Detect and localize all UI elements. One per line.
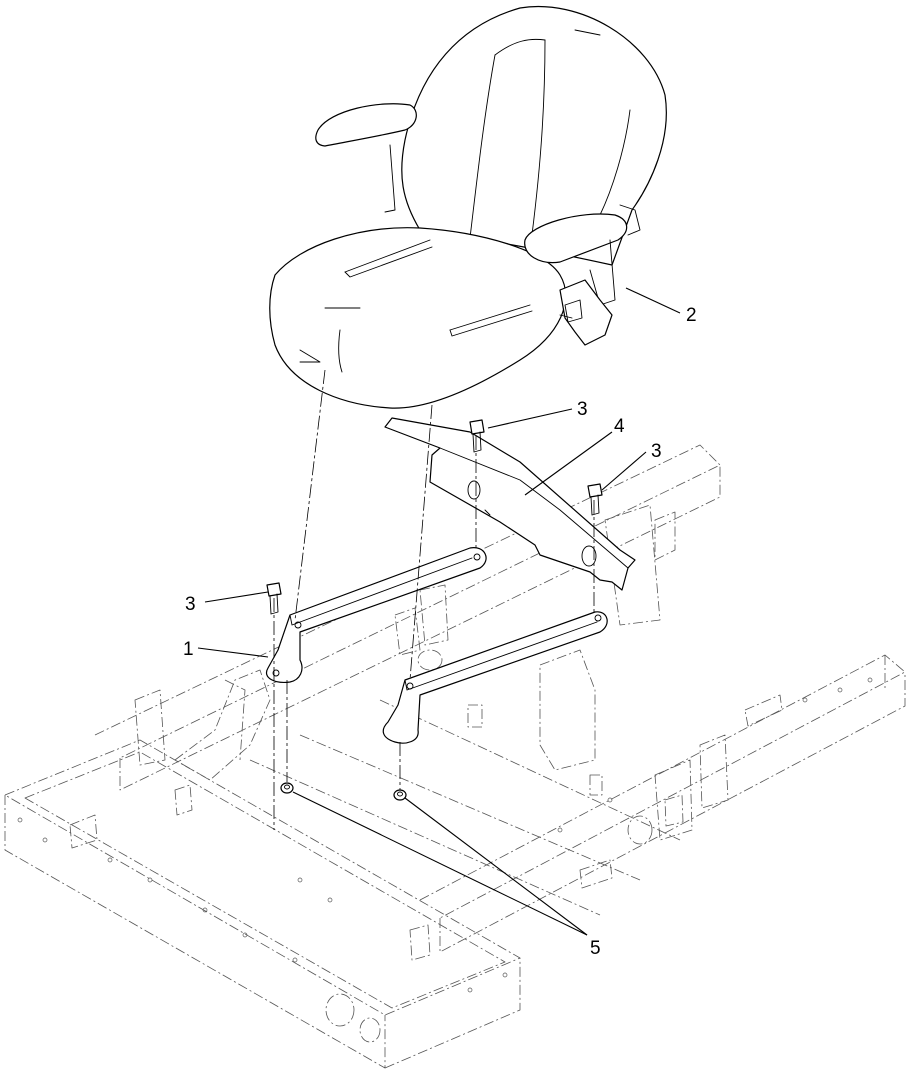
bolt-top xyxy=(469,419,485,453)
callout-3-right: 3 xyxy=(651,441,662,462)
right-seat-bracket xyxy=(382,611,608,744)
callout-3-left: 3 xyxy=(185,594,196,615)
alignment-lines xyxy=(273,369,595,830)
callout-3-top: 3 xyxy=(577,399,588,420)
nut-right xyxy=(393,789,407,801)
bolt-left xyxy=(266,582,282,615)
seat xyxy=(269,6,667,409)
callout-1: 1 xyxy=(183,639,194,660)
callout-4: 4 xyxy=(614,416,625,437)
bolt-right xyxy=(587,483,603,516)
left-seat-bracket xyxy=(266,547,487,683)
leader-lines xyxy=(197,287,681,936)
callout-5: 5 xyxy=(590,938,601,959)
callout-2: 2 xyxy=(686,305,697,326)
nut-left xyxy=(280,782,294,794)
seat-mount-plate xyxy=(384,417,636,591)
frame-phantom xyxy=(4,444,906,1069)
